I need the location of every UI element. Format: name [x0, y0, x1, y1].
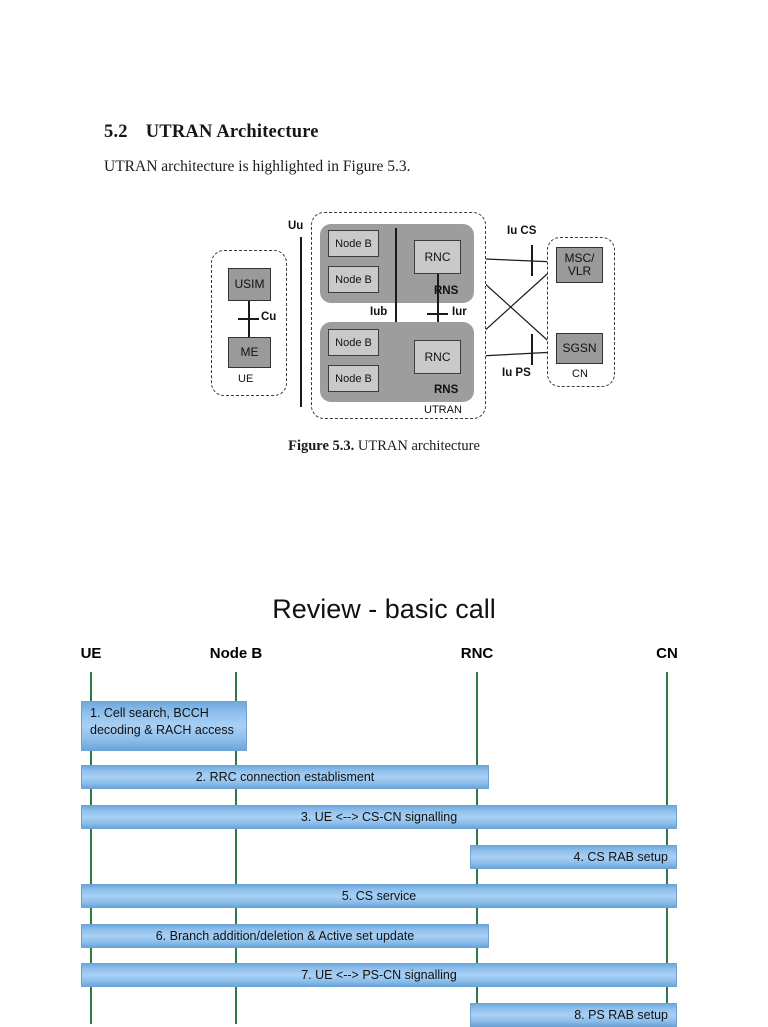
iu-cs-interface-tick: [531, 245, 533, 276]
section-body-text: UTRAN architecture is highlighted in Fig…: [104, 158, 411, 175]
uu-interface-line: [300, 237, 302, 407]
figure-caption-number: Figure 5.3.: [288, 438, 355, 454]
node-b-label: Node B: [335, 273, 372, 286]
node-b-label: Node B: [335, 372, 372, 385]
node-b-lower-1: Node B: [328, 329, 379, 356]
node-b-lower-2: Node B: [328, 365, 379, 392]
iu-ps-interface-tick: [531, 334, 533, 365]
utran-architecture-figure: USIM Cu ME UE Uu Node B Node B RNC RNS I…: [0, 200, 768, 465]
figure-caption: Figure 5.3. UTRAN architecture: [0, 438, 768, 455]
message-bar-5[interactable]: 5. CS service: [81, 884, 677, 908]
sequence-diagram-title: Review - basic call: [272, 594, 496, 624]
page-title: 5.2 UTRAN Architecture: [104, 122, 319, 143]
node-b-label: Node B: [335, 237, 372, 250]
iub-interface-label: Iub: [370, 306, 388, 318]
usim-node: USIM: [228, 268, 271, 301]
rnc-upper: RNC: [414, 240, 461, 274]
message-bar-6[interactable]: 6. Branch addition/deletion & Active set…: [81, 924, 489, 948]
message-bar-8[interactable]: 8. PS RAB setup: [470, 1003, 677, 1027]
usim-label: USIM: [234, 277, 265, 292]
rnc-label: RNC: [424, 350, 451, 364]
lifeline-label-cn: CN: [656, 645, 678, 662]
message-bar-1[interactable]: 1. Cell search, BCCH decoding & RACH acc…: [81, 701, 247, 751]
cu-interface-label: Cu: [261, 311, 277, 323]
figure-caption-text: UTRAN architecture: [354, 438, 480, 454]
node-b-upper-1: Node B: [328, 230, 379, 257]
uu-interface-label: Uu: [288, 220, 304, 232]
message-bar-2[interactable]: 2. RRC connection establisment: [81, 765, 489, 789]
msc-vlr-label: MSC/ VLR: [564, 251, 595, 278]
message-bar-3[interactable]: 3. UE <--> CS-CN signalling: [81, 805, 677, 829]
iur-interface-label: Iur: [452, 306, 467, 318]
iu-cs-interface-label: Iu CS: [507, 225, 537, 237]
section-title-text: UTRAN Architecture: [145, 122, 319, 142]
lifeline-node-b: [235, 672, 238, 1024]
rns-upper-label: RNS: [434, 285, 459, 297]
iur-interface-tick: [427, 313, 448, 315]
cu-interface-tick: [238, 318, 259, 320]
message-bar-4[interactable]: 4. CS RAB setup: [470, 845, 677, 869]
me-node: ME: [228, 337, 271, 368]
rnc-lower: RNC: [414, 340, 461, 374]
ue-group-label: UE: [238, 373, 254, 385]
rnc-label: RNC: [424, 250, 451, 264]
cn-group-label: CN: [572, 368, 588, 380]
node-b-label: Node B: [335, 336, 372, 349]
lifeline-label-rnc: RNC: [460, 645, 494, 662]
node-b-upper-2: Node B: [328, 266, 379, 293]
iur-link-line: [437, 274, 439, 322]
section-number: 5.2: [104, 122, 128, 142]
iub-bus-line: [395, 228, 397, 388]
sgsn-node: SGSN: [556, 333, 603, 364]
rns-lower-label: RNS: [434, 384, 459, 396]
lifeline-label-node-b: Node B: [209, 645, 263, 662]
message-bar-7[interactable]: 7. UE <--> PS-CN signalling: [81, 963, 677, 987]
lifeline-label-ue: UE: [80, 645, 102, 662]
utran-group-label: UTRAN: [424, 404, 462, 416]
lifeline-ue: [90, 672, 93, 1024]
sgsn-label: SGSN: [562, 341, 597, 356]
me-label: ME: [240, 345, 259, 360]
iu-ps-interface-label: Iu PS: [502, 367, 531, 379]
msc-vlr-node: MSC/ VLR: [556, 247, 603, 283]
